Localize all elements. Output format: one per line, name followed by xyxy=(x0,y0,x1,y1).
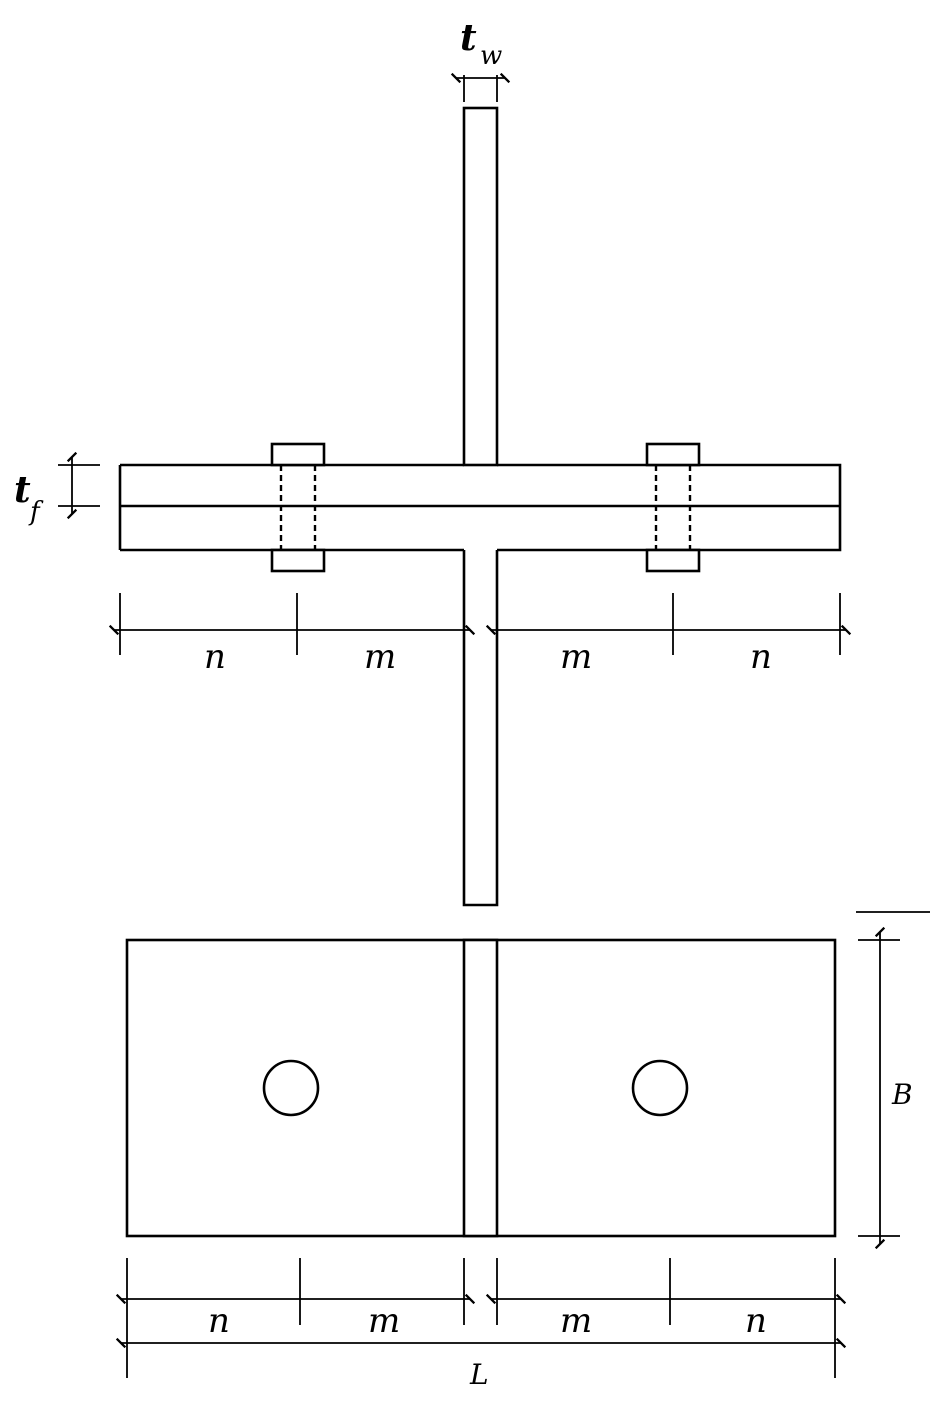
plan-dim-label-m-left: m xyxy=(368,1301,400,1341)
flange-plates xyxy=(120,463,842,552)
length-label: L xyxy=(469,1358,489,1391)
elevation-dimension-chain: n m m n xyxy=(108,593,852,677)
web-thickness-symbol: t xyxy=(460,17,477,59)
dim-label-m-right: m xyxy=(560,637,592,677)
plan-dim-label-m-right: m xyxy=(560,1301,592,1341)
plan-dim-label-n-left: n xyxy=(208,1301,230,1341)
flange-thickness-dimension: t f xyxy=(14,451,100,527)
web-thickness-dimension: t w xyxy=(450,17,511,102)
width-label: B xyxy=(891,1078,913,1111)
plan-dimension-chain: n m m n xyxy=(115,1258,847,1378)
width-dimension: B xyxy=(858,926,913,1250)
flange-thickness-symbol: t xyxy=(14,469,31,511)
dim-label-n-right: n xyxy=(750,637,772,677)
plan-view: B n m m n L xyxy=(115,911,930,1391)
bolt-right xyxy=(645,442,701,573)
dim-label-m-left: m xyxy=(364,637,396,677)
bolt-left xyxy=(270,442,326,573)
plan-web-strip xyxy=(462,938,499,1238)
dim-label-n-left: n xyxy=(204,637,226,677)
bolt-hole-left xyxy=(262,1059,320,1117)
web-upper xyxy=(462,106,499,467)
web-thickness-subscript: w xyxy=(480,41,502,71)
web-lower xyxy=(462,550,499,907)
bolt-hole-right xyxy=(631,1059,689,1117)
elevation-view: t w t f n m m n xyxy=(14,17,852,907)
length-dimension: L xyxy=(115,1337,847,1391)
plan-dim-label-n-right: n xyxy=(745,1301,767,1341)
flange-thickness-subscript: f xyxy=(28,497,44,527)
